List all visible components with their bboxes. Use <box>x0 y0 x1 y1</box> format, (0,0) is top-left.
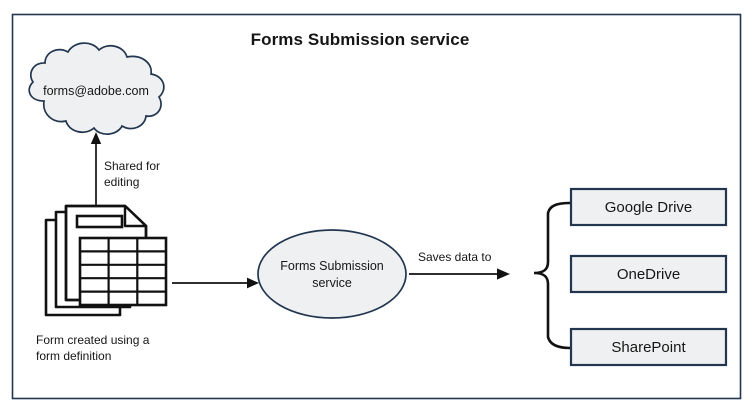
storage-target-google-drive[interactable]: Google Drive <box>569 187 728 227</box>
edge-shared-for-editing: Shared for editing <box>90 132 160 218</box>
form-to-service-arrowhead <box>247 277 259 289</box>
sharepoint-label: SharePoint <box>611 339 686 356</box>
cloud-label: forms@adobe.com <box>43 84 149 98</box>
service-label-line1: Forms Submission <box>280 259 384 273</box>
cloud-node: forms@adobe.com <box>28 42 165 135</box>
brace-icon <box>533 201 572 350</box>
document-header-bar <box>75 214 124 229</box>
cloud-icon <box>28 42 165 135</box>
google-drive-box[interactable] <box>569 187 728 227</box>
shared-edit-label-line1: Shared for <box>104 159 160 173</box>
forms-submission-service-node: Forms Submission service <box>257 229 407 319</box>
form-documents-caption-line1: Form created using a <box>36 333 150 347</box>
shared-edit-label-line2: editing <box>104 175 139 189</box>
document-folded-corner <box>123 204 148 228</box>
edge-saves-data-to: Saves data to <box>409 250 510 280</box>
form-documents-icon: Form created using a form definition <box>36 204 168 363</box>
storage-target-sharepoint[interactable]: SharePoint <box>569 327 728 367</box>
document-table-grid <box>78 236 168 307</box>
storage-brace <box>533 201 572 350</box>
sharepoint-box[interactable] <box>569 327 728 367</box>
storage-target-onedrive[interactable]: OneDrive <box>569 254 728 294</box>
service-label-line2: service <box>312 276 352 290</box>
form-documents-caption-line2: form definition <box>36 349 111 363</box>
diagram-title: Forms Submission service <box>251 30 470 49</box>
saves-data-arrowhead <box>497 268 510 280</box>
service-ellipse <box>257 229 407 319</box>
saves-data-label: Saves data to <box>418 250 492 264</box>
onedrive-box[interactable] <box>569 254 728 294</box>
shared-edit-arrowhead <box>90 132 102 144</box>
google-drive-label: Google Drive <box>605 199 693 216</box>
edge-form-to-service <box>172 277 259 289</box>
onedrive-label: OneDrive <box>617 266 680 283</box>
